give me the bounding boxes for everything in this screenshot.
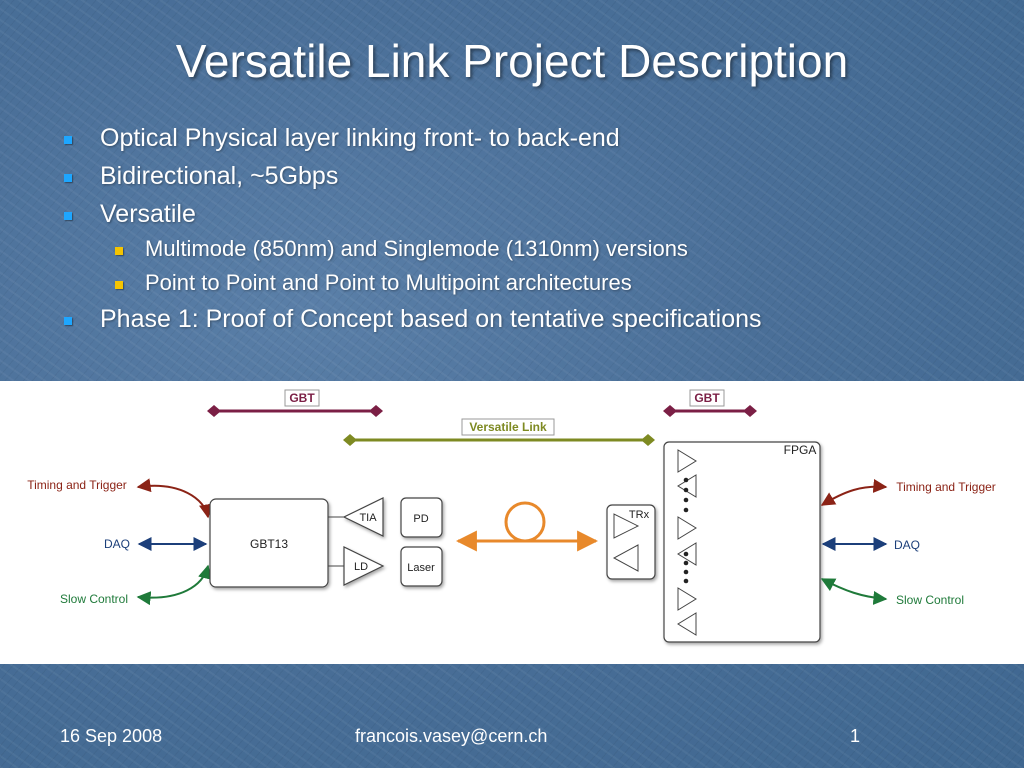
footer-page-number: 1 (850, 726, 861, 746)
footer-date: 16 Sep 2008 (60, 726, 163, 746)
bullet-square-icon (64, 174, 72, 182)
versatile-link-label: Versatile Link (469, 420, 547, 434)
diagram-canvas: GBT GBT Versatile Link Timing and Trigge… (27, 389, 996, 643)
right-slow-control-arrow (820, 578, 888, 605)
versatile-link-span: Versatile Link (343, 418, 655, 446)
bullet-text: Phase 1: Proof of Concept based on tenta… (100, 305, 762, 333)
bullet-item: Bidirectional, ~5Gbps (64, 162, 339, 191)
left-timing-trigger-label: Timing and Trigger (27, 478, 127, 492)
left-daq-label: DAQ (104, 537, 130, 551)
bullet-square-icon (64, 212, 72, 220)
footer-email: francois.vasey@cern.ch (355, 726, 548, 746)
versatile-link-diagram: GBT GBT Versatile Link Timing and Trigge… (0, 381, 1024, 664)
sub-bullet-text: Multimode (850nm) and Singlemode (1310nm… (145, 236, 688, 261)
bullet-item: Optical Physical layer linking front- to… (64, 124, 620, 153)
tia-label: TIA (359, 512, 377, 524)
sub-bullet-item: Multimode (850nm) and Singlemode (1310nm… (115, 236, 688, 262)
bullet-square-icon (64, 136, 72, 144)
left-slow-control-arrow (136, 564, 212, 606)
bullet-text: Optical Physical layer linking front- to… (100, 124, 620, 152)
gbt13-block (209, 498, 329, 588)
bullet-square-icon (64, 317, 72, 325)
slide-title: Versatile Link Project Description (175, 35, 849, 87)
right-timing-trigger-label: Timing and Trigger (896, 480, 996, 494)
trx-transmit-triangle-icon (613, 513, 640, 539)
fpga-block (663, 441, 821, 643)
sub-bullet-text: Point to Point and Point to Multipoint a… (145, 270, 632, 295)
sub-bullet-square-icon (115, 281, 123, 289)
bullet-item: Phase 1: Proof of Concept based on tenta… (64, 305, 762, 334)
laser-block (400, 546, 443, 587)
right-slow-control-label: Slow Control (896, 593, 964, 607)
sub-bullet-square-icon (115, 247, 123, 255)
pd-label: PD (413, 513, 428, 525)
left-timing-arrow (136, 478, 213, 519)
gbt-left-label: GBT (289, 391, 315, 405)
gbt13-label: GBT13 (250, 537, 288, 551)
bullet-text: Bidirectional, ~5Gbps (100, 162, 339, 190)
bullet-item: Versatile (64, 200, 196, 229)
sub-bullet-item: Point to Point and Point to Multipoint a… (115, 270, 632, 296)
optical-fiber (455, 501, 599, 552)
laser-label: Laser (407, 562, 435, 574)
fpga-label: FPGA (784, 443, 817, 457)
trx-receive-triangle-icon (612, 544, 639, 572)
gbt-right-label: GBT (694, 391, 720, 405)
pd-block (400, 497, 443, 538)
gbt-left-span: GBT (207, 389, 383, 417)
fpga-ellipsis-dots (683, 477, 689, 584)
left-slow-control-label: Slow Control (60, 592, 128, 606)
ld-label: LD (354, 561, 368, 573)
tia-amplifier (342, 497, 384, 537)
right-timing-arrow (820, 478, 888, 506)
bullet-text: Versatile (100, 200, 196, 228)
right-daq-label: DAQ (894, 538, 920, 552)
trx-label: TRx (629, 509, 650, 521)
gbt-right-span: GBT (663, 389, 757, 417)
